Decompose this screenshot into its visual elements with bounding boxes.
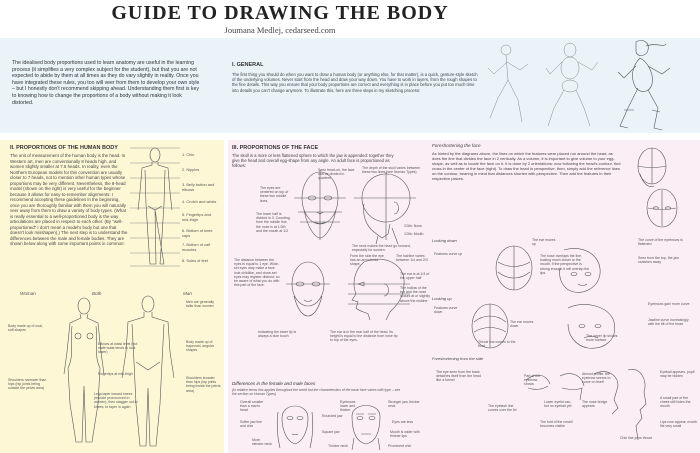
- note-eyes-center: The eyes are centered on top of these tw…: [260, 186, 289, 203]
- body-proportions-heading: II. PROPORTIONS OF THE HUMAN BODY: [10, 145, 118, 151]
- looking-down-illustration: [495, 245, 601, 293]
- note-neck: The neck makes the head go forward, espe…: [352, 244, 411, 253]
- fore-note-4: The curve of the eyebrows is flattened: [638, 238, 683, 247]
- foreshortening-heading: Foreshortening the face: [432, 143, 481, 148]
- proportion-label-3: 3. Belly button and elbows: [182, 182, 215, 192]
- note-ratio-nose: 2/3th: Nose: [404, 224, 422, 228]
- face-front-diagram: [294, 170, 346, 240]
- both-elbows-note: Elbows at waist level (but male waist te…: [98, 342, 138, 355]
- fore-note-22: Chin line joins throat: [620, 436, 652, 440]
- fore-note-20: A small part of the cheek still hides th…: [660, 396, 691, 409]
- looking-up-illustration: [471, 303, 615, 349]
- fore-note-16: Lower eyelid can, but no eyeball yet: [544, 400, 572, 409]
- both-fingertips-note: Fingertips at mid-thigh: [98, 372, 133, 376]
- from-side-heading: Foreshortening from the side: [432, 356, 484, 361]
- fore-note-8: Throat line comes to the front: [478, 340, 516, 349]
- note-hairline: The hairline varies between 1/4 and 2/3: [396, 254, 428, 263]
- proportion-label-5: 5. Fingertips and mid-thigh: [182, 212, 211, 222]
- gesture-sketch-illustration: [487, 40, 671, 131]
- intro-paragraph: The idealised body proportions used to l…: [12, 60, 200, 106]
- note-side-ear: The ear is in the rear half of the head.…: [330, 330, 398, 343]
- fore-note-17: Eyeball appears, pupil may be hidden: [660, 370, 695, 379]
- general-paragraph: The first thing you should do when you w…: [232, 72, 478, 93]
- body-proportions-panel: [0, 140, 224, 453]
- fore-note-9: The upper lip shows more surface: [586, 334, 618, 343]
- note-distance: The distance between the eyes is equal t…: [234, 258, 280, 288]
- fore-note-12: The eye seen from the back: detaches its…: [436, 370, 481, 383]
- proportion-label-4: 4. Crotch and wrists: [182, 199, 217, 204]
- fore-note-15: Almost profile: the eyebrow seems to cur…: [582, 372, 611, 385]
- diff-note-k: Prominent chin: [388, 444, 412, 448]
- fore-note-14: Part of the eyebrow shows: [524, 374, 541, 387]
- fore-note-1: Features curve up: [434, 252, 463, 256]
- note-ear: The ear is at 1/4 of the upper half: [400, 272, 430, 281]
- male-female-figures-illustration: [63, 295, 175, 447]
- general-heading: I. GENERAL: [232, 62, 264, 68]
- diff-note-i: Eyes are less: [392, 420, 414, 424]
- author-credit: Joumana Medlej, cedarseed.com: [224, 25, 336, 35]
- fore-note-3: The nose overlaps the line, looking much…: [540, 254, 590, 275]
- foreshortening-heads-illustration: [637, 147, 678, 228]
- note-same-level: Seen head-on, the face can be divided in…: [318, 168, 355, 181]
- proportion-label-7: 7. Bottom of calf muscles: [182, 242, 211, 252]
- fore-note-7: The ear moves down: [510, 320, 534, 329]
- proportion-label-6: 6. Bottom of knee caps: [182, 228, 213, 238]
- fore-note-19: The fold of the nostril becomes visible: [540, 420, 573, 429]
- foreshortening-paragraph: As hinted by the diagrams above, the lin…: [432, 151, 621, 181]
- diff-note-j: Mouth is wider with thinner lips: [390, 430, 420, 439]
- note-ratio-mouth: 1/3th: Mouth: [404, 232, 424, 236]
- diff-note-h: Stronger jaw, thicker neck: [388, 400, 420, 409]
- body-proportions-paragraph: The unit of measurement of the human bod…: [10, 153, 128, 246]
- fore-note-21: Lips now appear, mouth fits very small: [660, 420, 698, 429]
- diff-note-f: More slender neck: [252, 438, 272, 447]
- diff-note-a: Overall smaller than a man's head: [240, 400, 264, 413]
- fore-note-2: The ear moves up: [532, 238, 556, 247]
- fore-note-13: The eyelash line curves over the lid: [488, 404, 517, 413]
- woman-shoulders-note: Shoulders narrower than hips (hip joints…: [8, 378, 47, 391]
- note-from-side: From the side the eye has an arrowhead s…: [350, 254, 384, 267]
- diff-note-b: Eyebrows lower and thicker: [340, 400, 356, 413]
- page-title: GUIDE TO DRAWING THE BODY: [111, 2, 449, 24]
- both-label: Both: [92, 291, 102, 296]
- diff-note-c: Rounded jaw: [322, 414, 343, 418]
- diff-note-g: Thicker neck: [328, 444, 348, 448]
- proportion-label-2: 2. Nipples: [182, 167, 200, 172]
- face-profile-diagram: [348, 258, 410, 321]
- note-lower-half: The lower half is divided in 3. Counting…: [256, 212, 290, 233]
- face-eyes-diagram: [286, 261, 330, 317]
- woman-label: Woman: [20, 291, 36, 296]
- note-depth: The depth of the skull varies between th…: [362, 166, 420, 175]
- looking-up-heading: Looking up: [432, 296, 452, 301]
- man-height-note: Men are generally taller than women: [186, 300, 215, 309]
- both-legs-note: Legs taper toward knees (muscle pronounc…: [94, 392, 138, 409]
- looking-down-heading: Looking down: [432, 238, 457, 243]
- face-proportions-heading: III. PROPORTIONS OF THE FACE: [232, 145, 319, 151]
- man-shoulders-note: Shoulders broader than hips (hip joints …: [186, 376, 221, 393]
- face-side-diagram: [354, 172, 416, 245]
- note-indicating: Indicating the lower lip is always a nic…: [258, 330, 297, 339]
- fore-note-11: Jawline curve increasingly with the tilt…: [648, 318, 689, 327]
- male-female-faces-illustration: [276, 405, 381, 451]
- eight-head-figure-illustration: [130, 147, 180, 267]
- fore-note-10: Eyebrows gain more curve: [648, 302, 690, 306]
- side-eye-sequence-illustration: [525, 369, 647, 441]
- differences-paragraph: (In relative terms this applies througho…: [232, 388, 401, 397]
- diff-note-e: Softer jaw line and chin: [240, 420, 262, 429]
- woman-body-note: Body made up of oval, soft shapes: [8, 324, 43, 333]
- proportion-label-8: 8. Soles of feet: [182, 258, 208, 263]
- fore-note-5: Seen from the top, the jaw vanishes away: [638, 256, 679, 265]
- differences-heading: Differences in the female and male faces: [232, 381, 316, 386]
- man-body-note: Body made up of trapezoid, angular shape…: [186, 340, 215, 353]
- man-label: Man: [183, 291, 192, 296]
- intro-band: [0, 38, 700, 133]
- diff-note-d: Square jaw: [322, 430, 340, 434]
- face-proportions-paragraph: The skull is a more or less flattened sp…: [232, 153, 394, 169]
- face-proportions-panel: [228, 140, 700, 453]
- proportion-label-1: 1. Chin: [182, 152, 195, 157]
- note-nostril: The hollow of the ear and the nose occur…: [400, 286, 430, 303]
- fore-note-18: The nose bridge appears: [582, 400, 608, 409]
- fore-note-6: Features curve down: [434, 306, 458, 315]
